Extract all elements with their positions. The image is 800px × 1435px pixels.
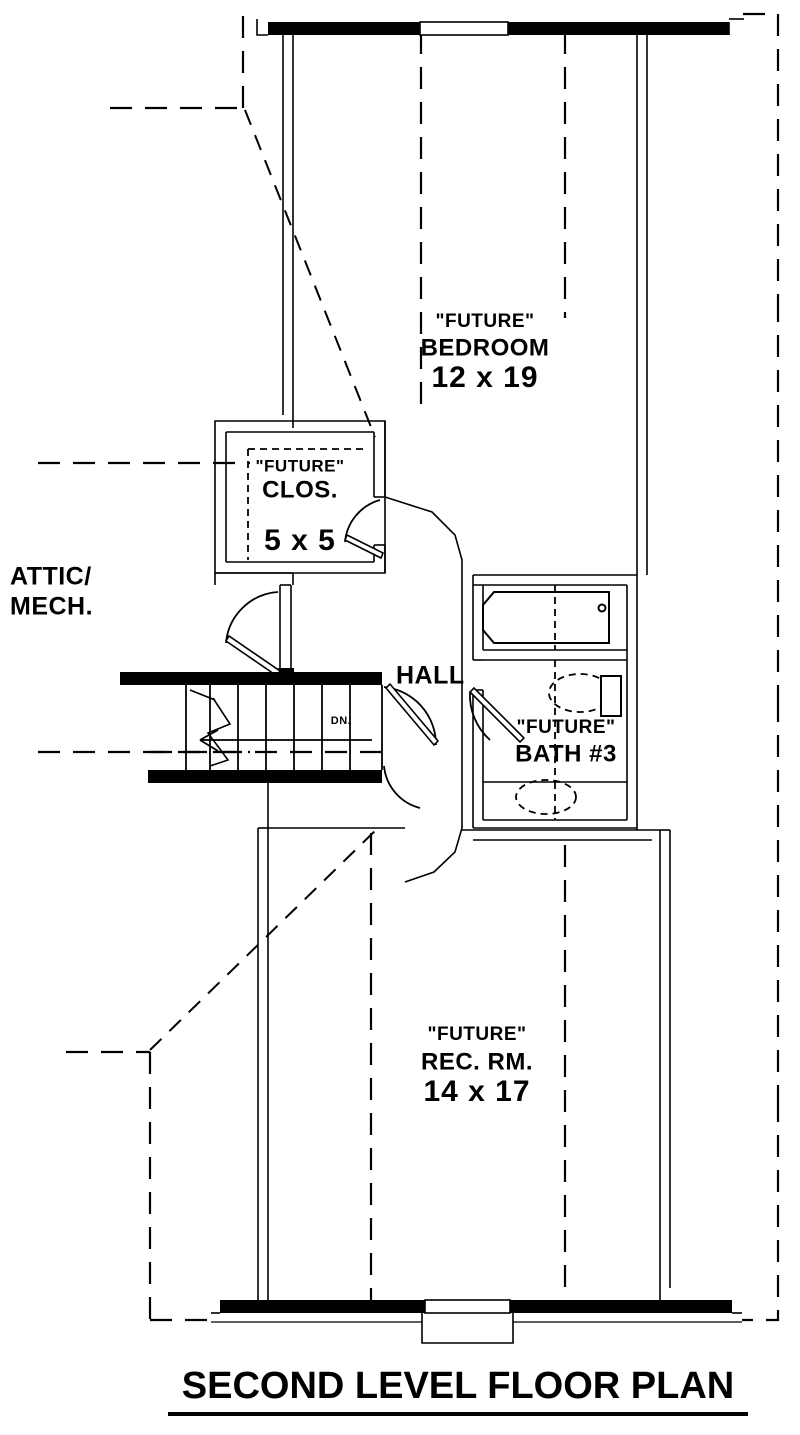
bedroom-dimensions-label: 12 x 19	[431, 361, 538, 394]
closet-door	[343, 499, 385, 560]
stair-lower-door	[383, 765, 421, 809]
hall-label: HALL	[396, 662, 465, 690]
staircase: DN.	[120, 672, 383, 783]
exterior-wall-bottom-right	[510, 1300, 732, 1313]
closet-name-label: CLOS.	[262, 476, 338, 503]
bath3-label-group: "FUTURE" BATH #3	[515, 717, 617, 767]
tub-drain-icon	[597, 603, 607, 613]
lavatory-fixture	[515, 779, 577, 815]
roof-slope-dashed-lines	[149, 109, 379, 1051]
attic-mech-label-group: ATTIC/ MECH.	[10, 563, 93, 621]
stair-landing-door	[383, 682, 440, 747]
rec-room-label-group: "FUTURE" REC. RM. 14 x 17	[421, 1024, 533, 1108]
hall-door-upper	[224, 591, 282, 678]
toilet-tank	[600, 675, 622, 717]
ceiling-break-dashed-lines	[369, 32, 567, 1308]
recroom-qualifier-label: "FUTURE"	[427, 1024, 526, 1045]
bathroom-shell	[472, 574, 638, 830]
closet-label-group: "FUTURE" CLOS. 5 x 5	[255, 456, 344, 556]
exterior-wall-top-left	[268, 22, 420, 35]
window-bedroom-top	[419, 21, 509, 36]
bedroom-room-shell	[256, 18, 744, 575]
bedroom-name-label: BEDROOM	[421, 334, 550, 361]
bathroom-door	[468, 686, 526, 744]
stair-header-wall-bottom	[148, 770, 382, 783]
exterior-wall-bottom-left	[220, 1300, 425, 1313]
stair-direction-label: DN.	[331, 715, 351, 727]
closet-room-shell	[214, 420, 386, 574]
bedroom-qualifier-label: "FUTURE"	[435, 311, 534, 332]
stair-header-wall-top	[120, 672, 382, 685]
exterior-wall-top-right	[508, 22, 729, 35]
window-recroom-bottom	[424, 1299, 511, 1314]
plan-title-group: SECOND LEVEL FLOOR PLAN	[168, 1365, 748, 1416]
bathtub-fixture	[482, 591, 610, 644]
attic-label-line2: MECH.	[10, 593, 93, 621]
plan-title: SECOND LEVEL FLOOR PLAN	[182, 1365, 734, 1407]
closet-dimensions-label: 5 x 5	[264, 524, 336, 557]
closet-qualifier-label: "FUTURE"	[255, 456, 344, 475]
toilet-fixture	[548, 673, 622, 717]
bath3-qualifier-label: "FUTURE"	[516, 717, 615, 738]
attic-label-line1: ATTIC/	[10, 563, 92, 591]
bath3-name-label: BATH #3	[515, 740, 617, 767]
recroom-name-label: REC. RM.	[421, 1048, 533, 1075]
rec-room-shell	[211, 783, 742, 1344]
recroom-dimensions-label: 14 x 17	[423, 1075, 530, 1108]
bedroom-label-group: "FUTURE" BEDROOM 12 x 19	[421, 311, 550, 394]
hall-boundary	[384, 496, 463, 883]
